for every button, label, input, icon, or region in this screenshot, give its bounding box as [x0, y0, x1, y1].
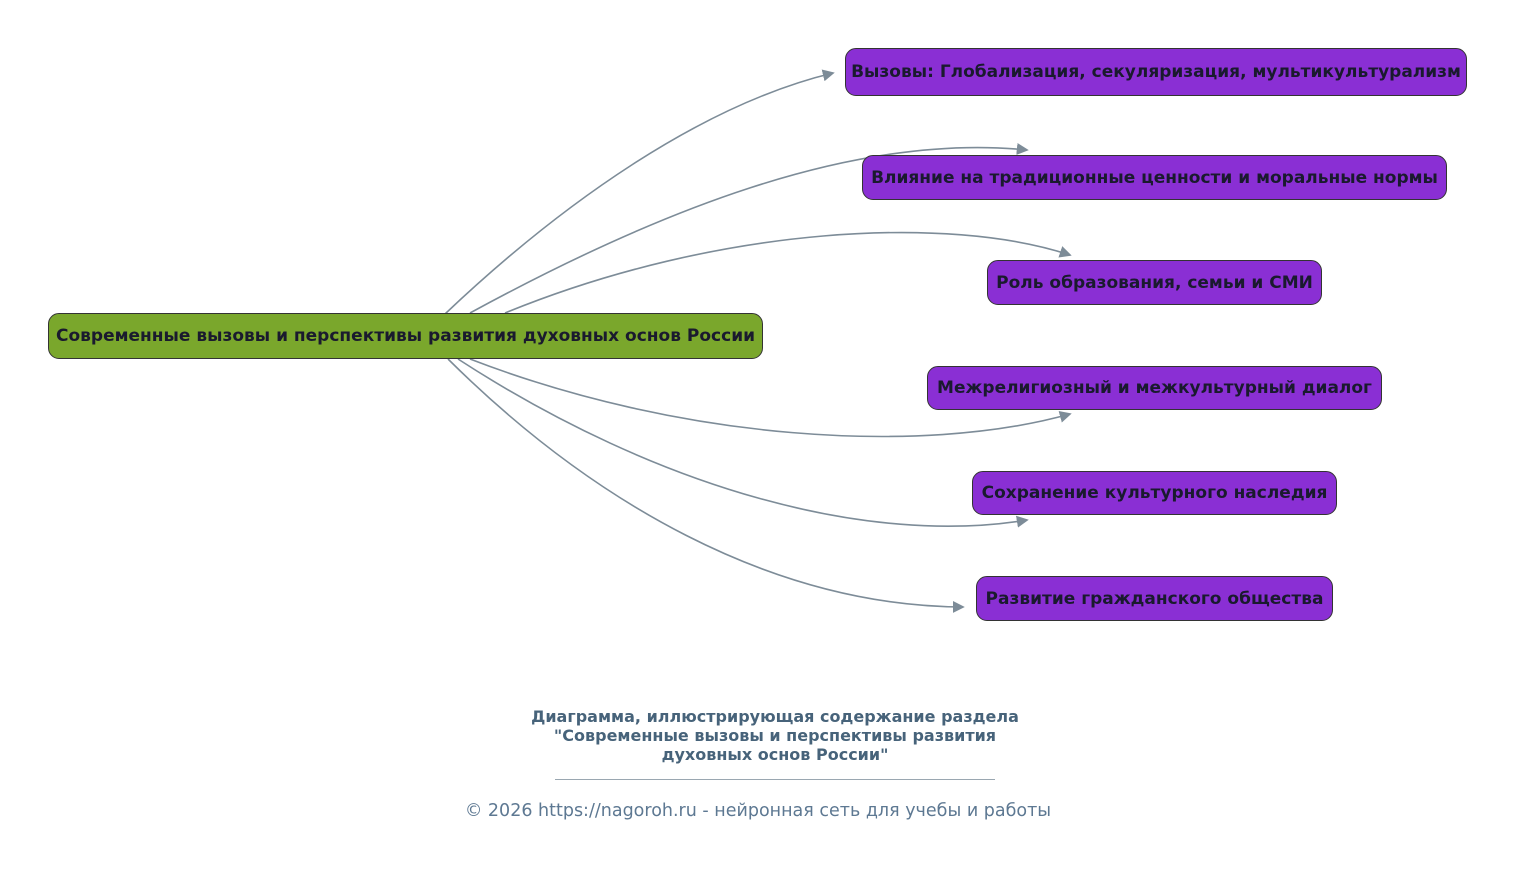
node-civil-society: Развитие гражданского общества	[976, 576, 1333, 621]
caption-divider	[555, 779, 995, 780]
edge-to-node-3	[504, 231, 1072, 314]
edge-to-node-6	[447, 358, 965, 613]
node-cultural-heritage: Сохранение культурного наследия	[972, 471, 1337, 515]
edge-to-node-5	[457, 358, 1029, 528]
footer-copyright: © 2026 https://nagoroh.ru - нейронная се…	[464, 801, 1052, 821]
node-challenges-globalization: Вызовы: Глобализация, секуляризация, мул…	[845, 48, 1467, 96]
edge-to-node-2	[469, 143, 1029, 314]
diagram-caption: Диаграмма, иллюстрирующая содержание раз…	[531, 707, 1019, 764]
node-role-education-family-media: Роль образования, семьи и СМИ	[987, 260, 1322, 305]
node-root-topic: Современные вызовы и перспективы развити…	[48, 313, 763, 359]
edge-to-node-4	[469, 358, 1072, 438]
node-influence-traditional-values: Влияние на традиционные ценности и морал…	[862, 155, 1447, 200]
edge-to-node-1	[444, 69, 835, 315]
node-interreligious-dialogue: Межрелигиозный и межкультурный диалог	[927, 366, 1382, 410]
